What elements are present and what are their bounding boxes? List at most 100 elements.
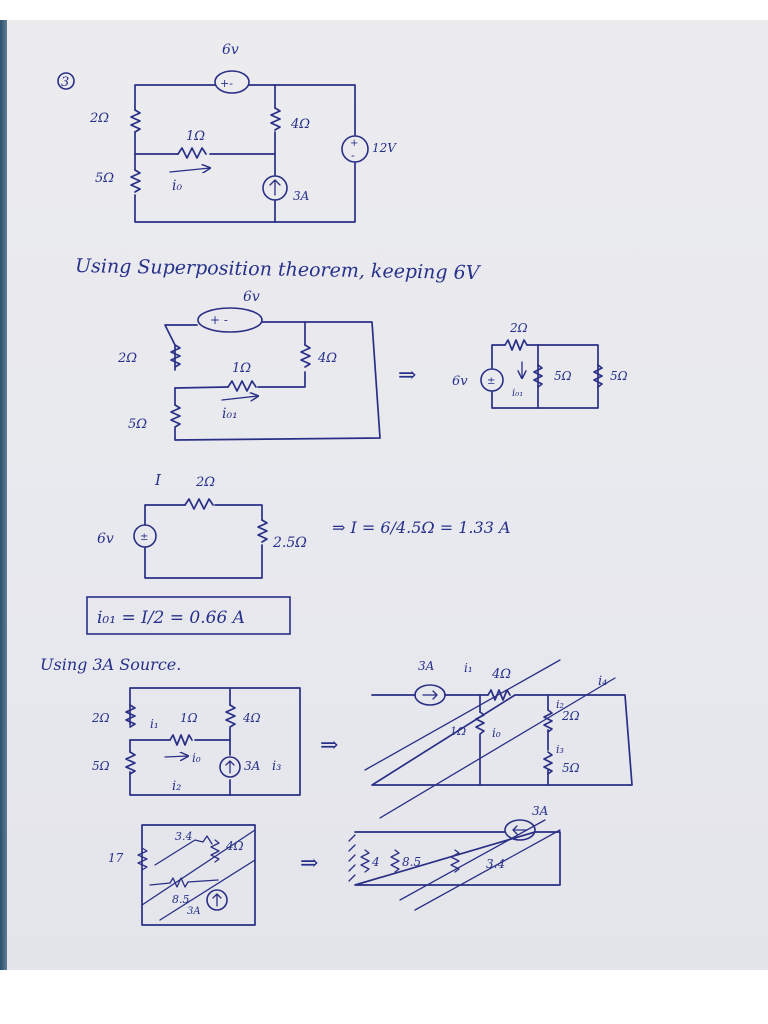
voltage-source-12v [341, 135, 369, 163]
resistor-5ohm [130, 169, 141, 193]
voltage-source-6v [480, 368, 504, 392]
resistor-17 [137, 847, 148, 871]
svg-text:1Ω: 1Ω [232, 361, 251, 376]
svg-text:5Ω: 5Ω [610, 369, 628, 383]
resistor-8-5 [149, 877, 219, 888]
svg-text:3.4: 3.4 [175, 830, 193, 843]
svg-text:i₀₁: i₀₁ [222, 406, 238, 422]
current-source-3a [219, 756, 241, 778]
resistor-5ohm [543, 751, 553, 775]
resistor-1ohm [475, 711, 485, 735]
svg-text:1Ω: 1Ω [180, 711, 198, 725]
resistor-2ohm [130, 109, 141, 133]
resistor-2ohm [184, 498, 214, 510]
svg-text:5Ω: 5Ω [562, 761, 580, 775]
resistor-2-5ohm [257, 519, 268, 543]
svg-text:1Ω: 1Ω [450, 725, 466, 738]
current-source-3a [414, 684, 446, 706]
svg-text:4Ω: 4Ω [317, 351, 337, 366]
svg-text:i₀₁: i₀₁ [512, 388, 523, 399]
resistor-1ohm [169, 734, 193, 746]
svg-text:4Ω: 4Ω [491, 667, 511, 682]
circuit-5: 3A i₁ 4Ω i₄ 1Ω i₀ i₂ 2Ω i₃ 5Ω [364, 659, 633, 819]
circuit-1: 3 +- 6v +- 12V 3A 2Ω 5Ω 1Ω 4Ω i₀ [57, 42, 397, 223]
strike-line [379, 677, 616, 819]
implies-arrow: ⇒ [398, 363, 416, 388]
svg-text:5Ω: 5Ω [95, 171, 114, 186]
svg-text:2.5Ω: 2.5Ω [272, 535, 307, 551]
resistor-5ohm [170, 404, 181, 428]
current-source-3a [262, 175, 288, 201]
resistor-4ohm [270, 107, 281, 131]
current-source-3a [206, 889, 228, 911]
current-source-3a [504, 819, 536, 841]
svg-text:2Ω: 2Ω [195, 475, 215, 490]
svg-text:3A: 3A [532, 804, 549, 818]
svg-text:8.5: 8.5 [172, 893, 190, 906]
resistor-5ohm-b [593, 364, 603, 388]
circuit-4: 2Ω i₁ 1Ω 4Ω i₀ 5Ω 3A i₃ i₂ [91, 687, 301, 796]
svg-text:5Ω: 5Ω [128, 417, 147, 432]
svg-text:i₄: i₄ [598, 674, 607, 689]
resistor-3-4 [154, 835, 213, 866]
svg-text:3A: 3A [293, 189, 310, 203]
problem-number: 3 [61, 75, 69, 90]
svg-text:i₁: i₁ [464, 661, 473, 675]
using-3a-source-line: Using 3A Source. [40, 655, 181, 674]
svg-text:±: ± [487, 376, 495, 387]
svg-text:8.5: 8.5 [402, 855, 421, 869]
svg-text:i₃: i₃ [556, 743, 564, 756]
circuit-6: 17 3.4 4Ω 8.5 3A [108, 824, 256, 926]
resistor-4 [360, 849, 370, 873]
circuit-2: + - 6v 2Ω 5Ω 1Ω 4Ω i₀₁ [117, 289, 381, 441]
svg-text:+-: +- [220, 77, 233, 90]
svg-text:i₂: i₂ [556, 698, 564, 711]
svg-text:1Ω: 1Ω [186, 129, 205, 144]
svg-text:4Ω: 4Ω [242, 711, 261, 725]
svg-text:4Ω: 4Ω [225, 839, 244, 853]
svg-text:I: I [154, 471, 162, 489]
svg-text:i₀: i₀ [172, 178, 182, 194]
svg-text:3A: 3A [244, 759, 261, 773]
problem-number-circle [57, 72, 75, 90]
svg-text:i₀: i₀ [492, 726, 501, 740]
resistor-2ohm [125, 704, 136, 728]
svg-text:2Ω: 2Ω [89, 111, 109, 126]
strike-line [364, 659, 561, 771]
circuit-7: 3A 4 8.5 3.4 [348, 804, 561, 911]
voltage-source-6v [133, 524, 157, 548]
svg-text:6v: 6v [97, 531, 114, 547]
result-box [86, 596, 291, 635]
svg-text:5Ω: 5Ω [92, 759, 110, 773]
resistor-3-4 [450, 849, 460, 873]
desk-edge [0, 20, 9, 970]
ground-hatch [348, 834, 356, 882]
resistor-4ohm [300, 344, 311, 368]
implies-arrow: ⇒ [320, 733, 338, 758]
svg-text:i₀: i₀ [192, 751, 201, 765]
svg-text:12V: 12V [372, 141, 397, 155]
svg-text:2Ω: 2Ω [509, 321, 528, 335]
svg-text:2Ω: 2Ω [561, 709, 580, 723]
resistor-5ohm-a [533, 364, 543, 388]
svg-text:17: 17 [108, 851, 124, 865]
resistor-2ohm [170, 344, 181, 368]
strike-line [141, 829, 256, 906]
svg-text:±: ± [140, 532, 148, 543]
svg-text:6v: 6v [452, 374, 468, 389]
svg-text:-: - [351, 149, 355, 162]
svg-text:4: 4 [371, 855, 380, 869]
resistor-1ohm [227, 380, 257, 392]
svg-text:2Ω: 2Ω [117, 351, 137, 366]
svg-text:2Ω: 2Ω [91, 711, 110, 725]
svg-text:6v: 6v [222, 42, 239, 58]
svg-text:5Ω: 5Ω [554, 369, 572, 383]
svg-text:+: + [350, 138, 358, 149]
voltage-source-6v [214, 70, 250, 94]
resistor-2ohm [543, 709, 553, 733]
svg-text:i₃: i₃ [272, 759, 281, 774]
svg-text:i₁: i₁ [150, 717, 159, 731]
superposition-line: Using Superposition theorem, keeping 6V [75, 255, 482, 284]
